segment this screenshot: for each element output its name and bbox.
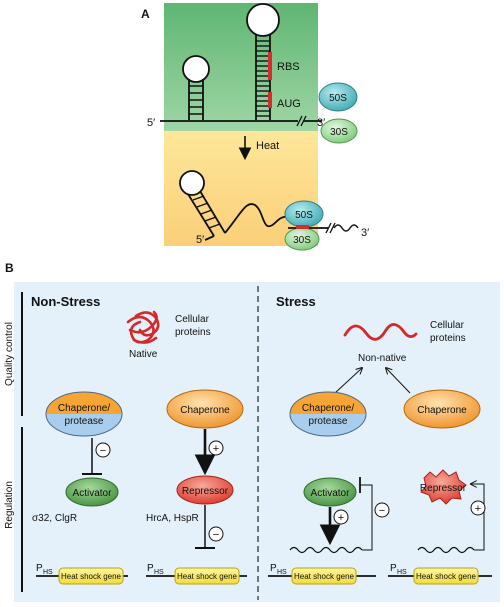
ribosome-30s-free: 30S [320,118,358,144]
svg-text:Repressor: Repressor [420,483,467,494]
non-native-protein-icon [343,323,418,341]
non-native-label: Non-native [358,353,407,364]
melted-hairpin-icon [179,170,291,241]
ribosome-50s-free: 50S [318,82,358,112]
minus-sign-2: − [208,526,224,542]
aug-marker [268,92,272,108]
svg-text:P: P [270,563,277,574]
gene-stress-1: P HS Heat shock gene [268,563,376,585]
svg-text:−: − [100,445,106,457]
panel-a-label: A [141,7,150,21]
svg-text:Heat shock gene: Heat shock gene [61,572,122,581]
transcript-wave-left [289,546,363,554]
svg-text:−: − [379,505,385,517]
gene-non-stress-1: P HS Heat shock gene [36,563,128,585]
repressor-right-inactive: Repressor [420,469,467,505]
gene-stress-2: P HS Heat shock gene [388,563,492,585]
native-label: Native [129,349,158,360]
quality-control-label: Quality control [4,322,15,386]
chaperone-right: Chaperone [403,389,481,429]
ribosome-50s-bound: 50S [284,200,324,228]
regulation-label: Regulation [4,481,15,529]
svg-text:Chaperone/: Chaperone/ [302,403,354,414]
svg-text:P: P [390,563,397,574]
five-prime-bottom-label: 5′ [196,234,204,246]
five-prime-label: 5′ [147,117,155,129]
svg-text:+: + [475,503,481,515]
svg-text:30S: 30S [293,235,311,246]
ribosome-30s-bound: 30S [284,227,320,251]
svg-text:50S: 50S [329,93,347,104]
svg-text:50S: 50S [295,210,313,221]
svg-text:HS: HS [277,569,287,576]
feedback-inhibit-activator [360,484,373,551]
aug-label: AUG [277,98,301,110]
panel-b-background [14,282,500,602]
non-stress-title: Non-Stress [31,294,100,309]
feedback-activate-repressor [471,484,485,551]
minus-sign-1: − [95,442,111,458]
svg-text:P: P [147,563,154,574]
repressor-left: Repressor [176,475,234,505]
rbs-label: RBS [277,61,300,73]
svg-text:+: + [213,443,219,455]
bound-rbs-marker [296,225,309,229]
large-hairpin-icon [246,3,280,120]
cellular-proteins-right-1: Cellular [430,320,465,331]
native-protein-icon [126,310,160,344]
small-hairpin-icon [182,55,210,120]
minus-sign-3: − [374,502,390,518]
gene-non-stress-2: P HS Heat shock gene [146,563,247,585]
break-mark-bottom-icon [325,222,336,234]
svg-text:Repressor: Repressor [182,486,229,497]
svg-text:Activator: Activator [311,488,351,499]
svg-text:protease: protease [309,416,348,427]
cellular-proteins-right-2: proteins [430,333,466,344]
repressor-examples: HrcA, HspR [146,513,199,524]
svg-text:P: P [36,563,43,574]
chaperone-protease-right: Chaperone/ protease [289,391,367,437]
cellular-proteins-left-2: proteins [175,327,211,338]
svg-text:HS: HS [43,569,53,576]
chaperone-left: Chaperone [166,389,244,429]
activator-left: Activator [65,477,119,507]
svg-text:Chaperone: Chaperone [417,405,467,416]
svg-text:+: + [338,512,344,524]
break-mark-icon [296,115,307,127]
three-prime-label: 3′ [317,117,325,129]
plus-sign-3: + [470,500,486,516]
transcript-wave-right [417,546,475,554]
chaperone-to-non-native-arrow [386,368,411,394]
svg-text:Heat shock gene: Heat shock gene [294,572,355,581]
heat-label: Heat [256,140,279,152]
plus-sign-2: + [333,509,349,525]
svg-text:Chaperone/: Chaperone/ [58,403,110,414]
chaperone-protease-left: Chaperone/ protease [45,391,123,437]
panel-b-label: B [5,261,14,275]
svg-text:protease: protease [65,416,104,427]
svg-text:HS: HS [397,569,407,576]
three-prime-bottom-label: 3′ [361,227,369,239]
svg-text:Activator: Activator [73,488,113,499]
svg-text:Heat shock gene: Heat shock gene [416,572,477,581]
svg-text:Chaperone: Chaperone [180,405,230,416]
chaperone-protease-to-non-native-arrow [334,368,362,394]
cellular-proteins-left-1: Cellular [175,314,210,325]
svg-text:Heat shock gene: Heat shock gene [177,572,238,581]
svg-text:−: − [213,529,219,541]
rbs-marker [268,52,272,80]
plus-sign-1: + [208,440,224,456]
svg-text:30S: 30S [330,127,348,138]
stress-title: Stress [276,294,316,309]
svg-text:HS: HS [154,569,164,576]
activator-right: Activator [303,477,357,507]
activator-examples: σ32, ClgR [32,513,77,524]
